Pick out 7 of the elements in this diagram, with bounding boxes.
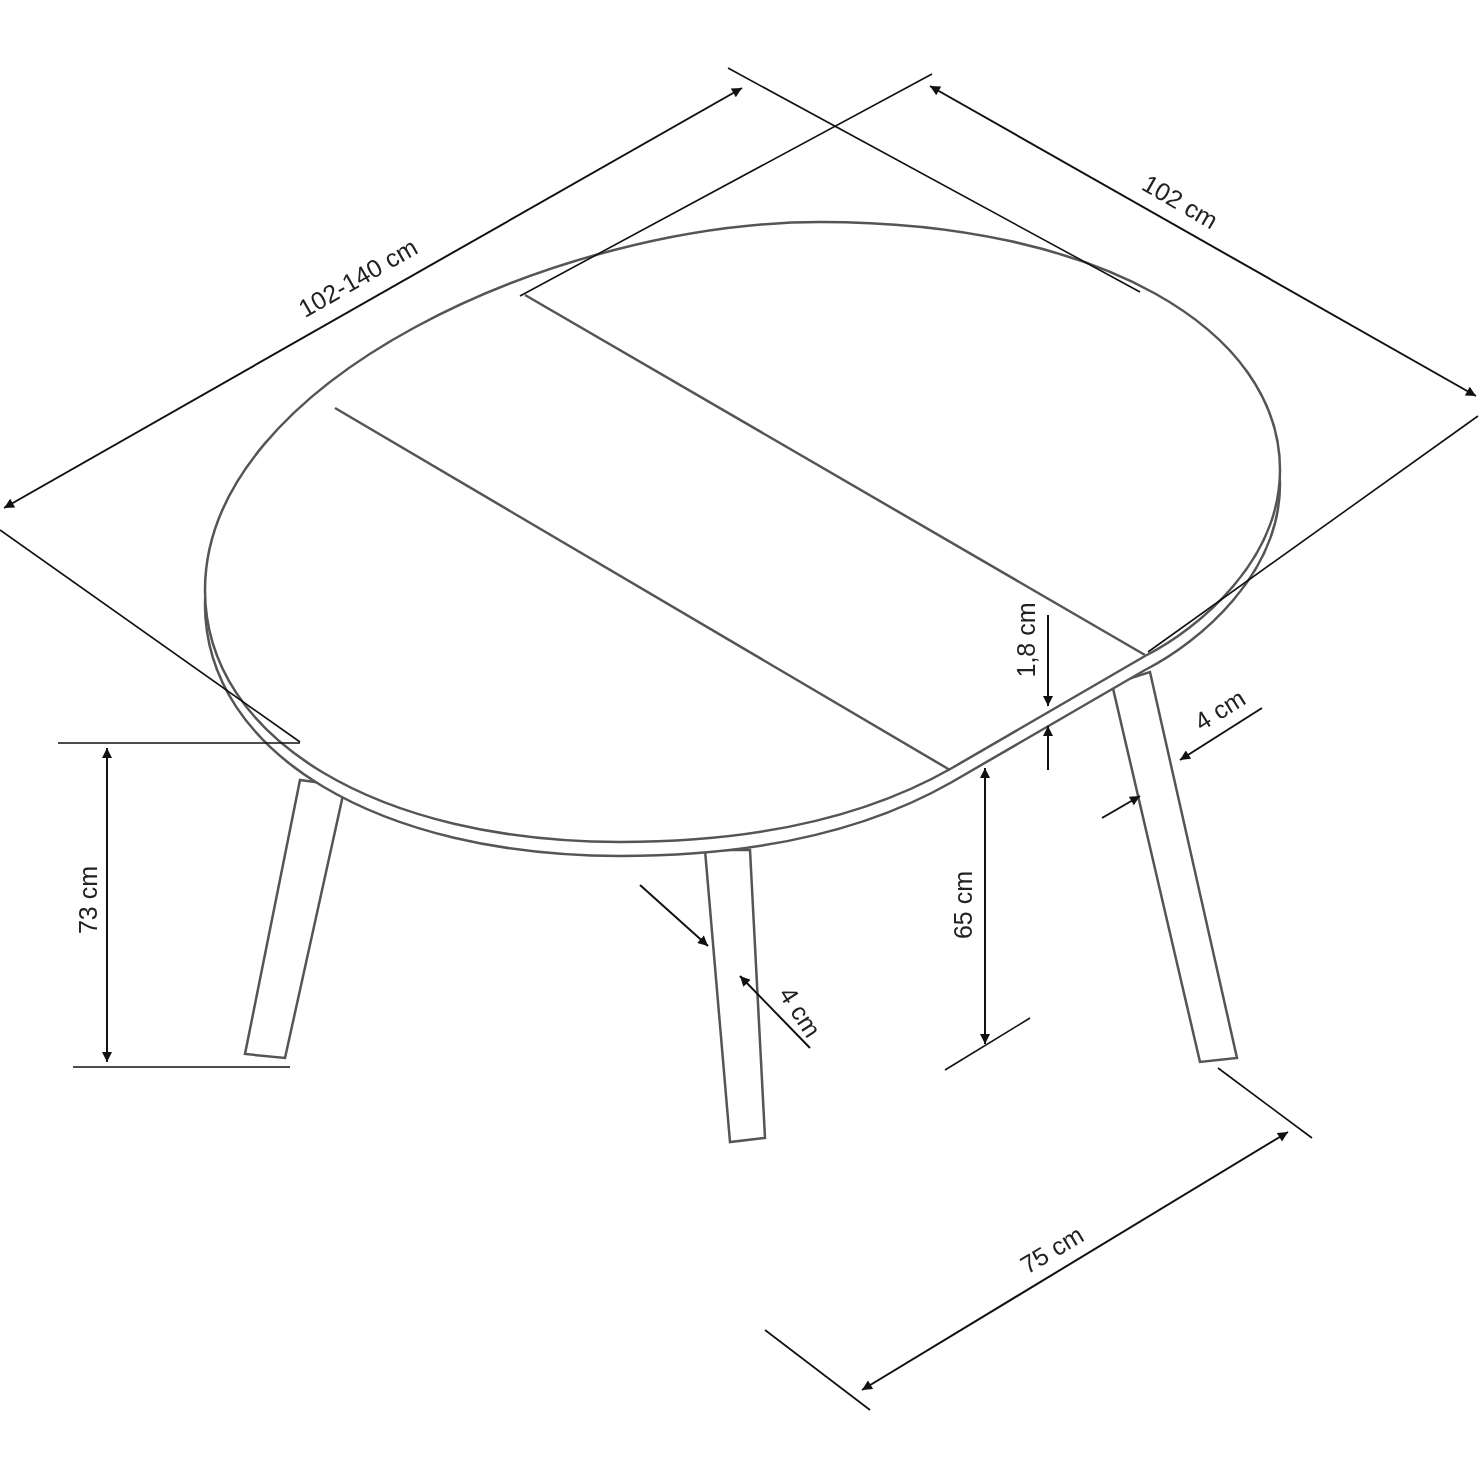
- dimension-label: 1,8 cm: [1013, 602, 1039, 678]
- dimension-label: 75 cm: [1016, 1221, 1088, 1279]
- dimension-label: 4 cm: [774, 982, 826, 1042]
- dimension-label: 4 cm: [1190, 685, 1250, 735]
- dimension-label: 65 cm: [950, 870, 976, 940]
- dimension-label: 73 cm: [75, 865, 101, 935]
- dimension-label: 102 cm: [1138, 170, 1222, 234]
